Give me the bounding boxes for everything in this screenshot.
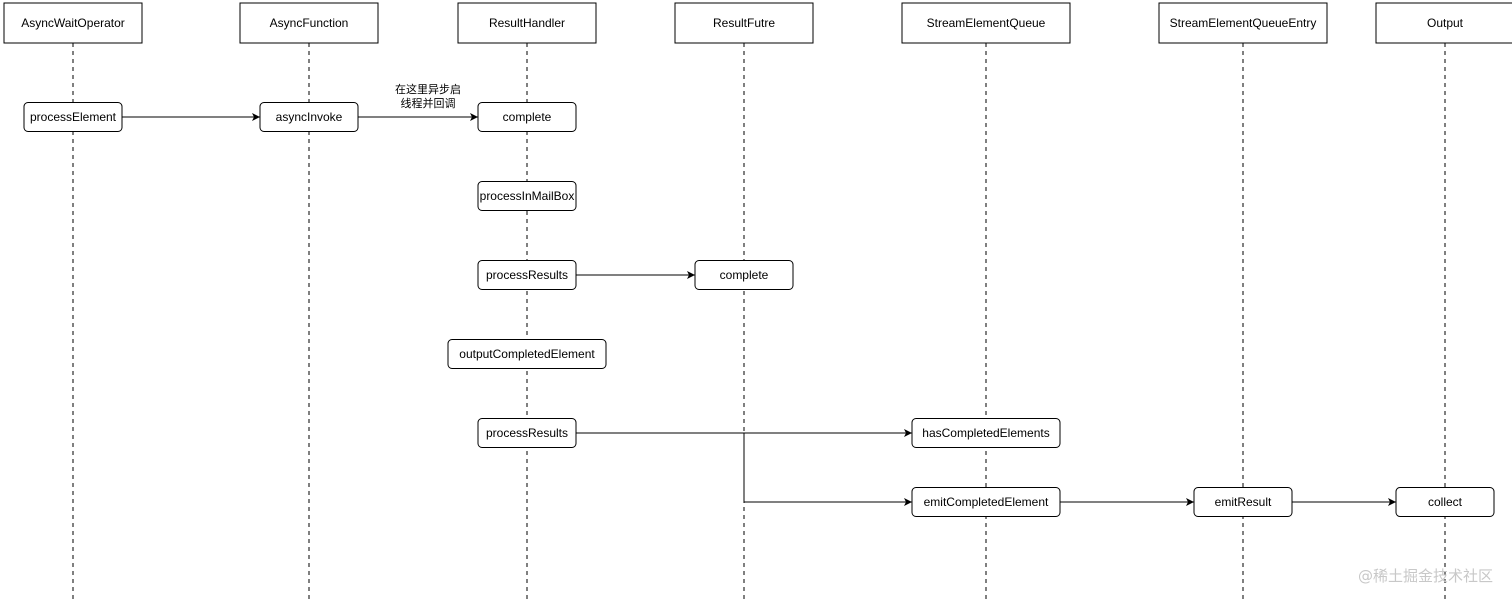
participant-label: AsyncWaitOperator bbox=[21, 16, 125, 30]
participant-async-function: AsyncFunction bbox=[239, 2, 379, 44]
participant-result-futre: ResultFutre bbox=[674, 2, 814, 44]
activation-label: emitCompletedElement bbox=[924, 495, 1049, 509]
activation-has-completed-elements: hasCompletedElements bbox=[911, 418, 1061, 448]
activation-label: outputCompletedElement bbox=[459, 347, 595, 361]
participant-label: AsyncFunction bbox=[270, 16, 349, 30]
message-note: 在这里异步启线程并回调 bbox=[395, 82, 461, 110]
activation-process-results-2: processResults bbox=[477, 418, 577, 448]
participant-stream-element-queue: StreamElementQueue bbox=[901, 2, 1071, 44]
activation-handler-complete: complete bbox=[477, 102, 577, 132]
participant-label: ResultHandler bbox=[489, 16, 565, 30]
activation-box bbox=[911, 487, 1061, 517]
activation-box bbox=[477, 260, 577, 290]
participant-box bbox=[1375, 2, 1512, 44]
watermark: @稀土掘金技术社区 bbox=[1358, 567, 1493, 585]
participant-box bbox=[901, 2, 1071, 44]
activation-process-results-1: processResults bbox=[477, 260, 577, 290]
participant-box bbox=[457, 2, 597, 44]
activation-future-complete: complete bbox=[694, 260, 794, 290]
message-process-results-2-to-emit-completed-element bbox=[743, 433, 912, 506]
activation-box bbox=[694, 260, 794, 290]
activation-box bbox=[447, 339, 607, 369]
activation-output-completed-element: outputCompletedElement bbox=[447, 339, 607, 369]
activation-emit-result: emitResult bbox=[1193, 487, 1293, 517]
message-note-line: 线程并回调 bbox=[401, 96, 456, 110]
activation-label: processResults bbox=[486, 426, 568, 440]
activation-box bbox=[1395, 487, 1495, 517]
activation-box bbox=[1193, 487, 1293, 517]
activation-box bbox=[477, 102, 577, 132]
activation-process-element: processElement bbox=[23, 102, 123, 132]
participant-box bbox=[3, 2, 143, 44]
activation-collect: collect bbox=[1395, 487, 1495, 517]
activation-box bbox=[477, 418, 577, 448]
activation-label: processResults bbox=[486, 268, 568, 282]
message-note-line: 在这里异步启 bbox=[395, 82, 461, 96]
activation-label: complete bbox=[720, 268, 769, 282]
activation-process-in-mailbox: processInMailBox bbox=[477, 181, 577, 211]
activation-box bbox=[477, 181, 577, 211]
activation-box bbox=[911, 418, 1061, 448]
activation-box bbox=[259, 102, 359, 132]
participant-box bbox=[1158, 2, 1328, 44]
participant-label: Output bbox=[1427, 16, 1464, 30]
message-arrow bbox=[743, 433, 912, 506]
activation-label: collect bbox=[1428, 495, 1463, 509]
participant-result-handler: ResultHandler bbox=[457, 2, 597, 44]
participant-label: StreamElementQueue bbox=[927, 16, 1046, 30]
participant-output: Output bbox=[1375, 2, 1512, 44]
participant-label: ResultFutre bbox=[713, 16, 775, 30]
participant-box bbox=[239, 2, 379, 44]
participant-stream-element-queue-entry: StreamElementQueueEntry bbox=[1158, 2, 1328, 44]
activation-label: asyncInvoke bbox=[276, 110, 343, 124]
activation-async-invoke: asyncInvoke bbox=[259, 102, 359, 132]
participant-label: StreamElementQueueEntry bbox=[1170, 16, 1317, 30]
activation-label: processInMailBox bbox=[480, 189, 575, 203]
activation-box bbox=[23, 102, 123, 132]
activation-label: processElement bbox=[30, 110, 117, 124]
activation-label: hasCompletedElements bbox=[922, 426, 1049, 440]
activation-emit-completed-element: emitCompletedElement bbox=[911, 487, 1061, 517]
activation-label: emitResult bbox=[1215, 495, 1272, 509]
activation-label: complete bbox=[503, 110, 552, 124]
participant-box bbox=[674, 2, 814, 44]
participant-async-wait-operator: AsyncWaitOperator bbox=[3, 2, 143, 44]
